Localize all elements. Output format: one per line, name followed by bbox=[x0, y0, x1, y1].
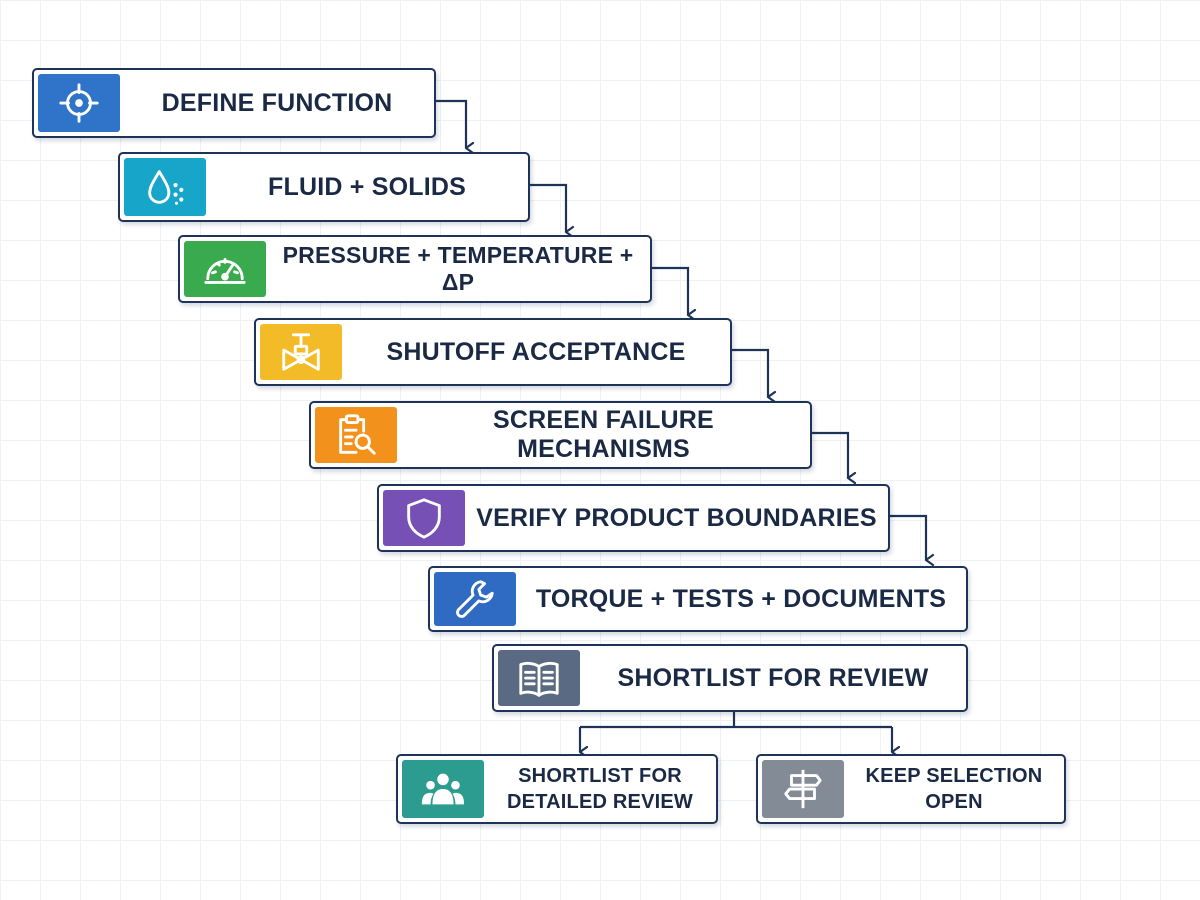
step-pressure-temperature: PRESSURE + TEMPERATURE + ΔP bbox=[178, 235, 652, 303]
step-label: VERIFY PRODUCT BOUNDARIES bbox=[476, 503, 877, 532]
signpost-icon bbox=[784, 769, 822, 809]
open-book-icon bbox=[519, 661, 559, 697]
step-icon-box bbox=[498, 650, 580, 706]
valve-icon bbox=[282, 333, 320, 371]
step-define-function: DEFINE FUNCTION bbox=[32, 68, 436, 138]
branch-label: SHORTLIST FOR DETAILED REVIEW bbox=[507, 765, 693, 813]
step-icon-box bbox=[315, 407, 397, 463]
step-icon-box bbox=[383, 490, 465, 546]
connector-step1-step2 bbox=[436, 99, 466, 148]
connector-step5-step6 bbox=[812, 431, 848, 478]
branch-keep-selection-open: KEEP SELECTION OPEN bbox=[756, 754, 1066, 824]
step-shortlist-for-review: SHORTLIST FOR REVIEW bbox=[492, 644, 968, 712]
step-icon-box bbox=[38, 74, 120, 132]
step-label: SCREEN FAILURE MECHANISMS bbox=[493, 406, 714, 463]
step-label: FLUID + SOLIDS bbox=[268, 172, 466, 201]
step-verify-product-boundaries: VERIFY PRODUCT BOUNDARIES bbox=[377, 484, 890, 552]
connector-step4-step5 bbox=[732, 348, 768, 397]
step-icon-box bbox=[124, 158, 206, 216]
target-icon bbox=[59, 83, 99, 123]
step-label: PRESSURE + TEMPERATURE + ΔP bbox=[282, 242, 634, 295]
step-torque-tests-documents: TORQUE + TESTS + DOCUMENTS bbox=[428, 566, 968, 632]
step-icon-box bbox=[762, 760, 844, 818]
step-fluid-solids: FLUID + SOLIDS bbox=[118, 152, 530, 222]
step-label: SHORTLIST FOR REVIEW bbox=[617, 663, 929, 692]
step-icon-box bbox=[260, 324, 342, 380]
step-label: DEFINE FUNCTION bbox=[161, 88, 393, 117]
pressure-gauge-icon bbox=[204, 257, 246, 284]
step-icon-box bbox=[434, 572, 516, 626]
branch-shortlist-detailed-review: SHORTLIST FOR DETAILED REVIEW bbox=[396, 754, 718, 824]
branch-label: KEEP SELECTION OPEN bbox=[865, 765, 1043, 813]
step-icon-box bbox=[184, 241, 266, 297]
people-group-icon bbox=[421, 773, 465, 805]
clipboard-search-icon bbox=[339, 414, 376, 455]
step-label: TORQUE + TESTS + DOCUMENTS bbox=[535, 584, 947, 613]
wrench-icon bbox=[456, 580, 494, 618]
connector-step6-step7 bbox=[890, 514, 926, 560]
step-icon-box bbox=[402, 760, 484, 818]
shield-icon bbox=[407, 498, 441, 539]
connector-step3-step4 bbox=[652, 266, 688, 315]
connector-step2-step3 bbox=[530, 183, 566, 232]
step-screen-failure-mechanisms: SCREEN FAILURE MECHANISMS bbox=[309, 401, 812, 469]
step-shutoff-acceptance: SHUTOFF ACCEPTANCE bbox=[254, 318, 732, 386]
droplet-particles-icon bbox=[148, 170, 184, 205]
step-label: SHUTOFF ACCEPTANCE bbox=[386, 337, 686, 366]
